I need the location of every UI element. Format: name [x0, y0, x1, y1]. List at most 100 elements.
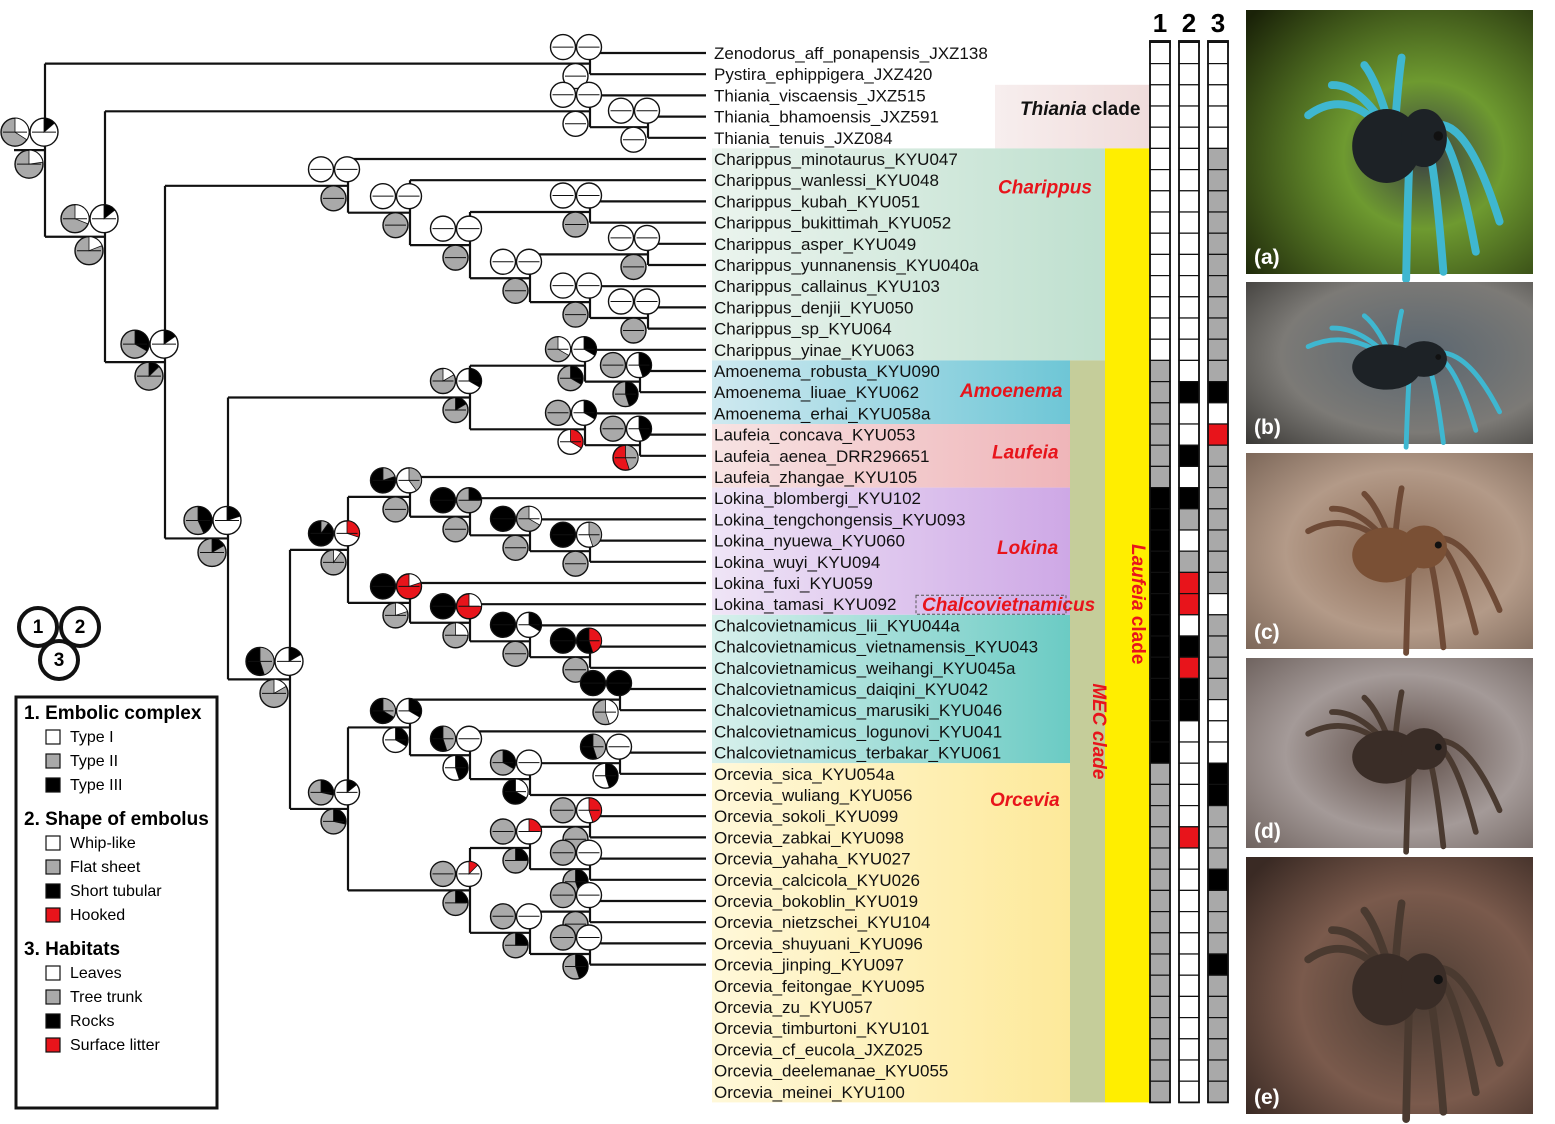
trait-cell — [1207, 508, 1229, 531]
pie-wedge — [557, 336, 571, 356]
trait-cell — [1149, 741, 1171, 764]
pie-chart — [369, 467, 397, 494]
trait-cell — [1178, 359, 1200, 383]
pie-wedge — [468, 860, 479, 875]
trait-cell — [1178, 995, 1200, 1019]
pie-chart — [429, 860, 457, 888]
trait-cell — [1178, 105, 1200, 128]
trait-cell — [1178, 317, 1200, 340]
pie-chart — [549, 33, 577, 61]
pie-chart — [544, 336, 572, 363]
pie-chart — [502, 932, 529, 959]
trait-cell — [1149, 635, 1171, 658]
pie-chart — [29, 117, 59, 147]
taxon-label: Orcevia_zabkai_KYU098 — [714, 828, 904, 847]
taxon-label: Chalcovietnamicus_lii_KYU044a — [714, 616, 960, 635]
trait-cell — [1178, 126, 1200, 149]
trait-cell — [1149, 62, 1171, 86]
trait-cell — [1149, 932, 1171, 955]
trait-cell — [1149, 698, 1171, 722]
pie-wedge — [320, 779, 334, 796]
trait-cell — [1149, 465, 1171, 489]
band-orcevia — [712, 763, 1070, 1103]
trait-cell — [1207, 868, 1229, 892]
pie-wedge — [528, 611, 542, 632]
pie-chart — [575, 924, 603, 951]
trait-cell — [1149, 275, 1171, 298]
pie-wedge — [502, 749, 516, 770]
pie-chart — [502, 640, 529, 667]
taxon-label: Orcevia_timburtoni_KYU101 — [714, 1019, 929, 1038]
trait-cell — [1178, 487, 1200, 510]
pie-chart — [607, 224, 635, 252]
trait-cell — [1207, 677, 1229, 701]
pie-wedge — [382, 698, 396, 718]
clade-labels: Thiania cladeCharippusAmoenemaLaufeiaLok… — [915, 99, 1148, 811]
clade-label-lokina: Lokina — [997, 538, 1059, 559]
pie-chart — [570, 399, 598, 426]
taxon-label: Lokina_nyuewa_KYU060 — [714, 532, 905, 551]
taxon-label: Chalcovietnamicus_daiqini_KYU042 — [714, 680, 988, 699]
spider-photo: (d) — [1246, 658, 1533, 855]
taxon-label: Thiania_viscaensis_JXZ515 — [714, 86, 926, 105]
pie-chart — [570, 336, 598, 363]
trait-cell — [1207, 932, 1229, 955]
legend-swatch — [45, 729, 61, 745]
trait-cell — [1207, 105, 1229, 128]
trait-cell — [1149, 211, 1171, 234]
pie-chart — [502, 778, 529, 805]
column-header-3: 3 — [1211, 8, 1225, 38]
pie-wedge — [346, 779, 358, 794]
pie-chart — [502, 277, 529, 304]
trait-cell — [1178, 550, 1200, 574]
pie-chart — [212, 505, 242, 536]
pie-chart — [579, 733, 607, 760]
trait-cell — [1149, 592, 1171, 616]
taxon-label: Charippus_wanlessi_KYU048 — [714, 171, 939, 190]
pie-wedge — [273, 678, 287, 695]
taxon-label: Chalcovietnamicus_marusiki_KYU046 — [714, 701, 1002, 720]
pie-chart — [562, 301, 589, 328]
pie-wedge — [333, 808, 347, 825]
photo-label: (d) — [1254, 820, 1281, 843]
pie-chart — [395, 697, 423, 725]
pie-chart — [515, 611, 543, 638]
pie-wedge — [382, 467, 396, 481]
legend-item-label: Type III — [70, 777, 122, 794]
legend-item-label: Leaves — [70, 965, 122, 982]
trait-cell — [1149, 338, 1171, 362]
trait-cell — [1178, 296, 1200, 319]
trait-cell — [1149, 508, 1171, 531]
legend-swatch — [45, 1037, 61, 1053]
pie-wedge — [148, 361, 160, 378]
pie-chart — [562, 62, 589, 90]
pie-chart — [549, 182, 577, 209]
taxon-label: Charippus_kubah_KYU051 — [714, 192, 920, 211]
pie-chart — [429, 367, 457, 395]
trait-cell — [1207, 423, 1229, 446]
pie-chart — [575, 521, 603, 548]
pie-chart — [134, 361, 164, 391]
trait-cell — [1178, 720, 1200, 743]
trait-cell — [1178, 275, 1200, 298]
pie-chart — [549, 81, 577, 109]
trait-cell — [1207, 147, 1229, 171]
legend-item-label: Type I — [70, 729, 114, 746]
pie-chart — [307, 520, 335, 547]
trait-cell — [1178, 677, 1200, 701]
band-laufeia-clade — [1105, 148, 1150, 1103]
pie-chart — [607, 97, 635, 124]
pie-wedge — [583, 336, 597, 356]
trait-cell — [1207, 529, 1229, 552]
trait-cell — [1149, 487, 1171, 510]
pie-chart — [307, 156, 335, 183]
trait-cell — [1149, 826, 1171, 849]
spider-eye — [1433, 131, 1444, 141]
pie-wedge — [515, 932, 529, 946]
pie-chart — [562, 656, 589, 683]
trait-cell — [1178, 932, 1200, 955]
trait-cell — [1149, 529, 1171, 552]
legend-item-label: Type II — [70, 753, 118, 770]
trait-cell — [1149, 169, 1171, 192]
pie-chart — [612, 444, 639, 471]
